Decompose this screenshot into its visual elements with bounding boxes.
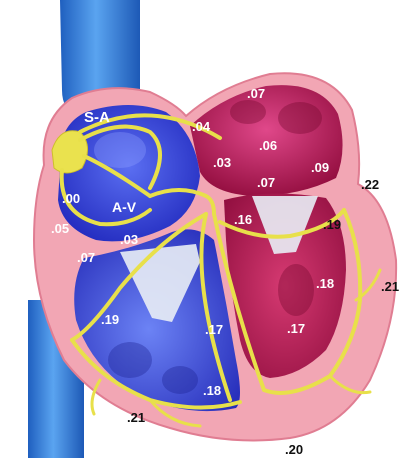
timing-label: .18 xyxy=(316,276,334,291)
timing-label: .21 xyxy=(381,279,399,294)
sa-node-label: S-A xyxy=(84,109,110,126)
timing-label: .00 xyxy=(62,191,80,206)
timing-label: .06 xyxy=(259,138,277,153)
timing-label: .17 xyxy=(287,321,305,336)
timing-label: .03 xyxy=(120,232,138,247)
timing-label: .07 xyxy=(247,86,265,101)
timing-label: .20 xyxy=(285,442,303,457)
timing-label: .21 xyxy=(127,410,145,425)
timing-label: .16 xyxy=(234,212,252,227)
timing-label: .22 xyxy=(361,177,379,192)
timing-label: .07 xyxy=(257,175,275,190)
timing-label: .19 xyxy=(101,312,119,327)
timing-label: .17 xyxy=(205,322,223,337)
timing-label: .09 xyxy=(311,160,329,175)
timing-label: .18 xyxy=(203,383,221,398)
timing-label: .07 xyxy=(77,250,95,265)
timing-label: .04 xyxy=(192,119,211,134)
timing-label: .03 xyxy=(213,155,231,170)
av-node-label: A-V xyxy=(112,199,137,215)
timing-label: .19 xyxy=(323,217,341,232)
timing-label: .05 xyxy=(51,221,69,236)
